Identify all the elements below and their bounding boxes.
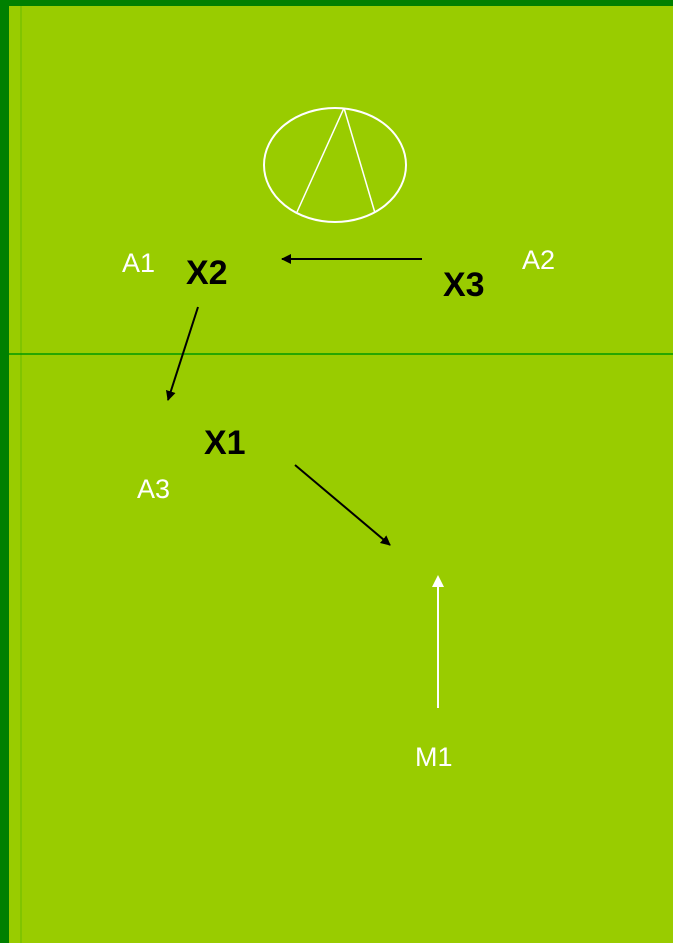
label-a2: A2 bbox=[522, 245, 556, 275]
label-a1: A1 bbox=[122, 248, 156, 278]
label-x2: X2 bbox=[186, 254, 228, 292]
field-area bbox=[9, 6, 673, 943]
arrow-x2-to-x1 bbox=[166, 306, 199, 401]
left-border-strip bbox=[9, 6, 21, 943]
label-m1: M1 bbox=[415, 742, 453, 772]
label-x3: X3 bbox=[443, 266, 485, 304]
label-a3: A3 bbox=[137, 474, 171, 504]
label-x1: X1 bbox=[204, 424, 246, 462]
arrow-x1-to-zone bbox=[294, 464, 391, 546]
basket-icon bbox=[263, 107, 407, 223]
